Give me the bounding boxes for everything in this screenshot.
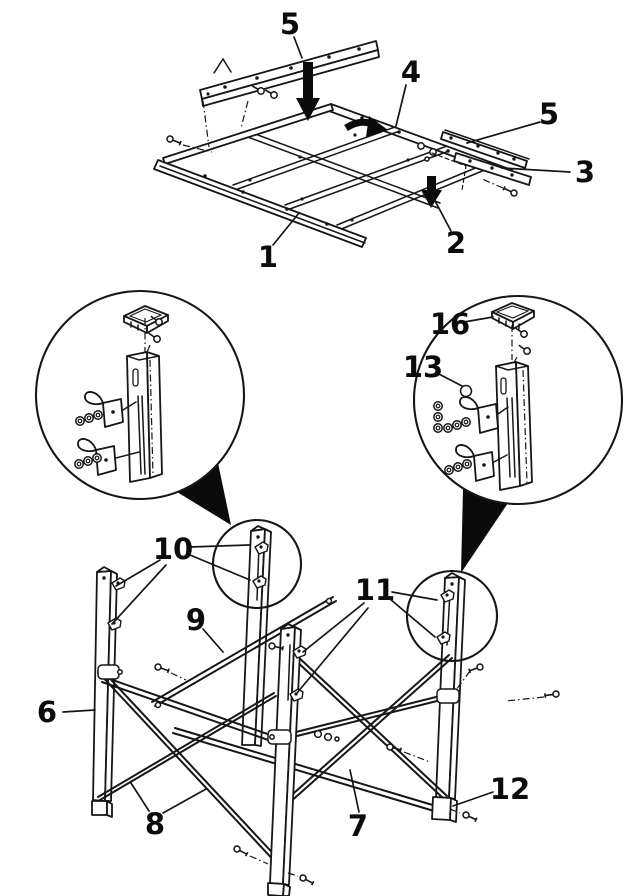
part-label-7: 7 [348, 809, 368, 843]
leader-line [111, 564, 167, 625]
top-rail-part5 [199, 40, 380, 107]
detail-view-left [34, 289, 246, 501]
leader-line [432, 196, 452, 232]
side-rail-part5 [440, 129, 530, 169]
pivot-collar [97, 664, 120, 680]
mounting-bracket [455, 444, 508, 482]
leg-right [435, 572, 466, 800]
leg-post [126, 351, 163, 483]
guide-line [202, 100, 210, 148]
part-label-10: 10 [153, 532, 193, 566]
leader-line [130, 782, 150, 812]
washer-pair [417, 142, 437, 162]
bolt-icon [153, 641, 561, 887]
leader-line [391, 591, 438, 601]
down-arrow-icon [296, 62, 320, 121]
leader-line [395, 84, 407, 127]
leader-line [501, 167, 571, 173]
cross-brace-part8 [97, 668, 282, 866]
leader-line [202, 628, 224, 653]
pivot-collar [267, 729, 292, 745]
leader-line [302, 602, 365, 653]
leg-front-middle [269, 623, 302, 886]
leg-foot-part12 [431, 796, 458, 823]
leg-foot [91, 800, 113, 818]
leader-line [293, 36, 303, 59]
leg-post [495, 361, 533, 491]
leader-line [452, 791, 494, 807]
leader-line [466, 121, 541, 144]
detail-ring-right [405, 569, 499, 663]
leader-line [162, 788, 207, 814]
leader-line [436, 372, 463, 387]
leader-line [296, 607, 369, 694]
pivot-collar [436, 688, 460, 704]
end-cap-part16 [491, 302, 535, 330]
part-label-2: 2 [446, 226, 466, 260]
leader-line [349, 769, 360, 813]
cross-brace-right [284, 654, 453, 805]
leader-line [389, 598, 436, 638]
mounting-bracket [77, 438, 140, 476]
part-label-3: 3 [575, 155, 595, 189]
detail-pointer-left [177, 463, 231, 525]
part-label-11: 11 [355, 573, 395, 607]
mounting-bracket [459, 396, 509, 434]
leader-line [189, 554, 251, 581]
part-label-8: 8 [145, 807, 165, 841]
part-label-13: 13 [403, 350, 443, 384]
part-label-1: 1 [258, 240, 278, 274]
part-label-5-top: 5 [280, 7, 300, 41]
leader-line [272, 212, 300, 246]
part-label-12: 12 [490, 772, 530, 806]
detail-view-right [412, 294, 624, 506]
mounting-bracket [84, 391, 137, 428]
bolt-icon [165, 134, 213, 153]
leader-line [463, 316, 494, 323]
part-label-5-right: 5 [539, 97, 559, 131]
part-label-6: 6 [37, 695, 57, 729]
screw-icon [145, 312, 165, 356]
guide-line [240, 100, 249, 129]
part-label-16: 16 [430, 307, 470, 341]
slide-arrow-icon [344, 116, 388, 137]
side-rail-left [101, 676, 277, 743]
attachment-outline [431, 152, 467, 191]
down-arrow-icon [421, 176, 442, 208]
part-label-4: 4 [401, 55, 421, 89]
washer-pair [313, 729, 340, 742]
leader-line [115, 559, 161, 587]
leader-line [62, 709, 96, 713]
leg-frame-assembly [91, 518, 561, 896]
bolt-icon [481, 178, 519, 198]
part-label-9: 9 [186, 603, 206, 637]
detail-pointer-right [461, 489, 508, 573]
leader-line [189, 544, 250, 548]
tabletop-frame-assembly [153, 40, 532, 248]
leg-foot [267, 882, 291, 896]
callout-labels: 5 4 5 3 2 1 16 13 10 11 9 6 8 7 [37, 7, 595, 843]
bottom-rail-part7 [172, 727, 437, 812]
